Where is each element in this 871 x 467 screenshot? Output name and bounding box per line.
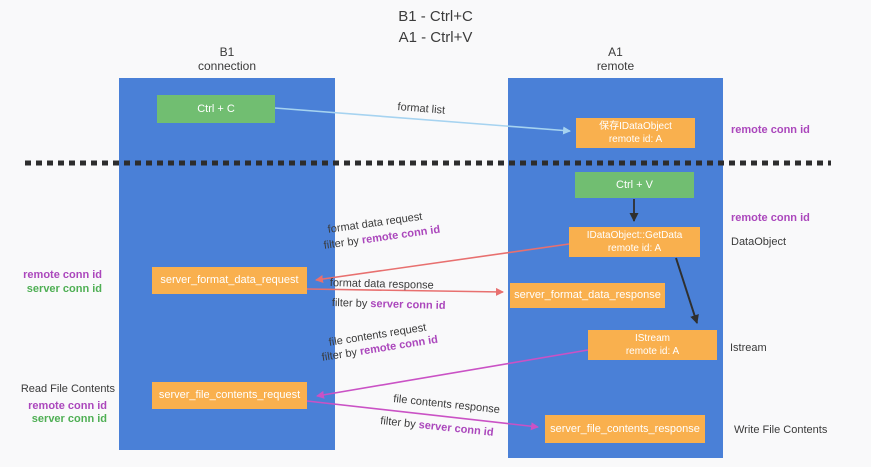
lifeline-header-a1: A1 remote [508, 45, 723, 73]
lifeline-b1-role: connection [197, 59, 257, 73]
message-label-file-contents-response: file contents response [392, 393, 501, 417]
lifeline-b1-name: B1 [219, 45, 235, 59]
node-idataobject-getdata-line2: remote id: A [607, 243, 662, 254]
node-server-file-contents-request: server_file_contents_request [152, 382, 307, 409]
node-save-idataobject-line2: remote id: A [608, 134, 663, 145]
node-server-file-contents-request-label: server_file_contents_request [158, 389, 301, 401]
annotation-server-conn-id-bottom-left: server conn id [31, 413, 107, 425]
message-label-format-data-response-filter: filter by server conn id [332, 297, 446, 312]
lifeline-a1-name: A1 [608, 45, 623, 59]
title-line-1: B1 - Ctrl+C [398, 8, 473, 25]
filter-by-text: filter by [331, 297, 371, 311]
node-istream-line1: IStream [634, 333, 670, 344]
filter-server-conn-id: server conn id [370, 298, 446, 312]
annotation-remote-conn-id-mid-right: remote conn id [731, 212, 810, 224]
lifeline-a1-role: remote [596, 59, 635, 73]
node-ctrl-v: Ctrl + V [575, 172, 694, 198]
node-ctrl-c-label: Ctrl + C [197, 102, 235, 115]
node-idataobject-getdata-line1: IDataObject::GetData [586, 230, 683, 241]
node-server-format-data-request: server_format_data_request [152, 267, 307, 294]
annotation-remote-conn-id-bottom-left: remote conn id [28, 400, 107, 412]
title-line-2: A1 - Ctrl+V [398, 29, 473, 46]
filter-by-text: filter by [379, 415, 420, 431]
node-server-file-contents-response-label: server_file_contents_response [550, 422, 700, 435]
annotation-istream: Istream [730, 342, 767, 354]
node-idataobject-getdata: IDataObject::GetData remote id: A [569, 227, 700, 257]
annotation-read-file-contents: Read File Contents [20, 383, 115, 395]
lifeline-header-b1: B1 connection [119, 45, 335, 73]
node-ctrl-c: Ctrl + C [157, 95, 275, 123]
node-ctrl-v-label: Ctrl + V [616, 178, 653, 191]
annotation-server-conn-id-top-left: server conn id [26, 283, 102, 295]
node-server-format-data-response-label: server_format_data_response [514, 289, 661, 301]
annotation-remote-conn-id-top-right: remote conn id [731, 124, 810, 136]
message-label-format-list: format list [397, 101, 446, 117]
node-istream-line2: remote id: A [625, 346, 680, 357]
message-label-format-data-response: format data response [329, 277, 434, 292]
node-save-idataobject-line1: 保存IDataObject [599, 121, 672, 132]
node-server-file-contents-response: server_file_contents_response [545, 415, 705, 443]
node-istream: IStream remote id: A [588, 330, 717, 360]
annotation-remote-conn-id-top-left: remote conn id [23, 269, 102, 281]
filter-server-conn-id: server conn id [418, 419, 495, 439]
message-label-file-contents-response-filter: filter by server conn id [380, 415, 494, 439]
node-server-format-data-response: server_format_data_response [510, 283, 665, 308]
annotation-write-file-contents: Write File Contents [734, 424, 828, 436]
diagram-title: B1 - Ctrl+C A1 - Ctrl+V [0, 6, 871, 48]
node-save-idataobject: 保存IDataObject remote id: A [576, 118, 695, 148]
node-server-format-data-request-label: server_format_data_request [160, 274, 299, 286]
annotation-dataobject: DataObject [731, 236, 787, 248]
